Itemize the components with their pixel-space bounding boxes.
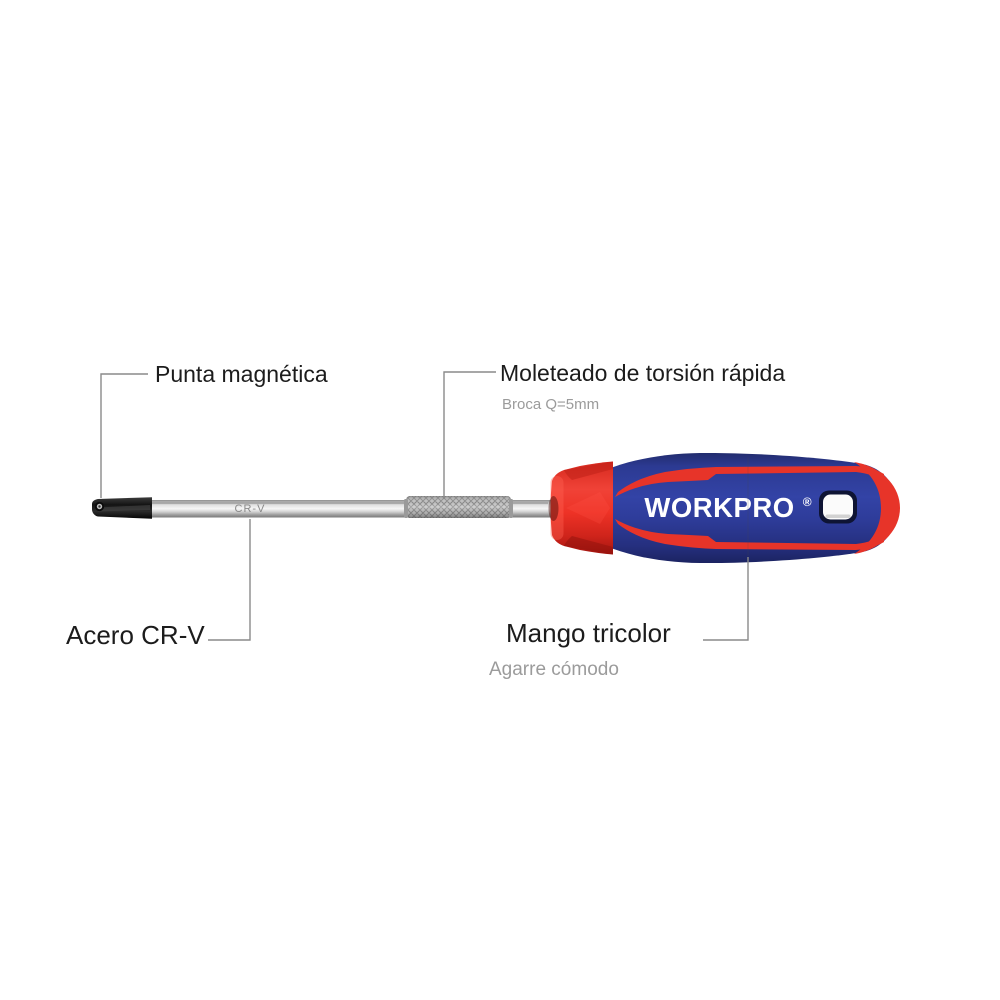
handle-bottom-stripe [615,519,884,550]
knurled-grip [404,496,513,518]
knurl-shading [406,496,511,518]
handle-collar [548,461,613,555]
collar-body [550,461,613,555]
handle-end-cap [854,462,900,554]
brand-logo-text: WORKPRO [644,492,794,523]
collar-front-highlight [550,476,564,540]
shaft-label: Acero CR-V [66,620,205,650]
knurl-sublabel: Broca Q=5mm [502,396,600,413]
knurl-label: Moleteado de torsión rápida [500,360,786,386]
handle-top-stripe [615,466,884,497]
handle-sublabel: Agarre cómodo [489,659,619,680]
hang-hole-inner-shadow [825,514,851,518]
brand-registered-mark: ® [803,495,812,509]
handle-label: Mango tricolor [506,618,671,648]
tip-ring-center [98,505,101,508]
tip-facet-highlight [98,505,150,512]
callout-line-handle [703,557,749,641]
magnetic-tip [92,497,152,519]
hang-hole-opening [823,494,853,520]
tip-label: Punta magnética [155,361,328,387]
brand-logo: WORKPRO ® [644,492,811,523]
collar-bottom-facet [564,536,613,555]
shaft-engraving-text: CR-V [235,503,266,515]
callout-line-tip [100,373,148,498]
callout-line-knurl [443,371,496,499]
collar-top-facet [564,461,613,480]
collar-shaft-socket-shadow [548,496,559,521]
collar-mid-facet [566,492,610,524]
hang-hole [819,490,857,524]
shaft-reflection-line [150,502,548,504]
callout-line-shaft [208,519,251,641]
knurl-end-right [509,499,513,518]
knurl-end-left [404,499,408,518]
